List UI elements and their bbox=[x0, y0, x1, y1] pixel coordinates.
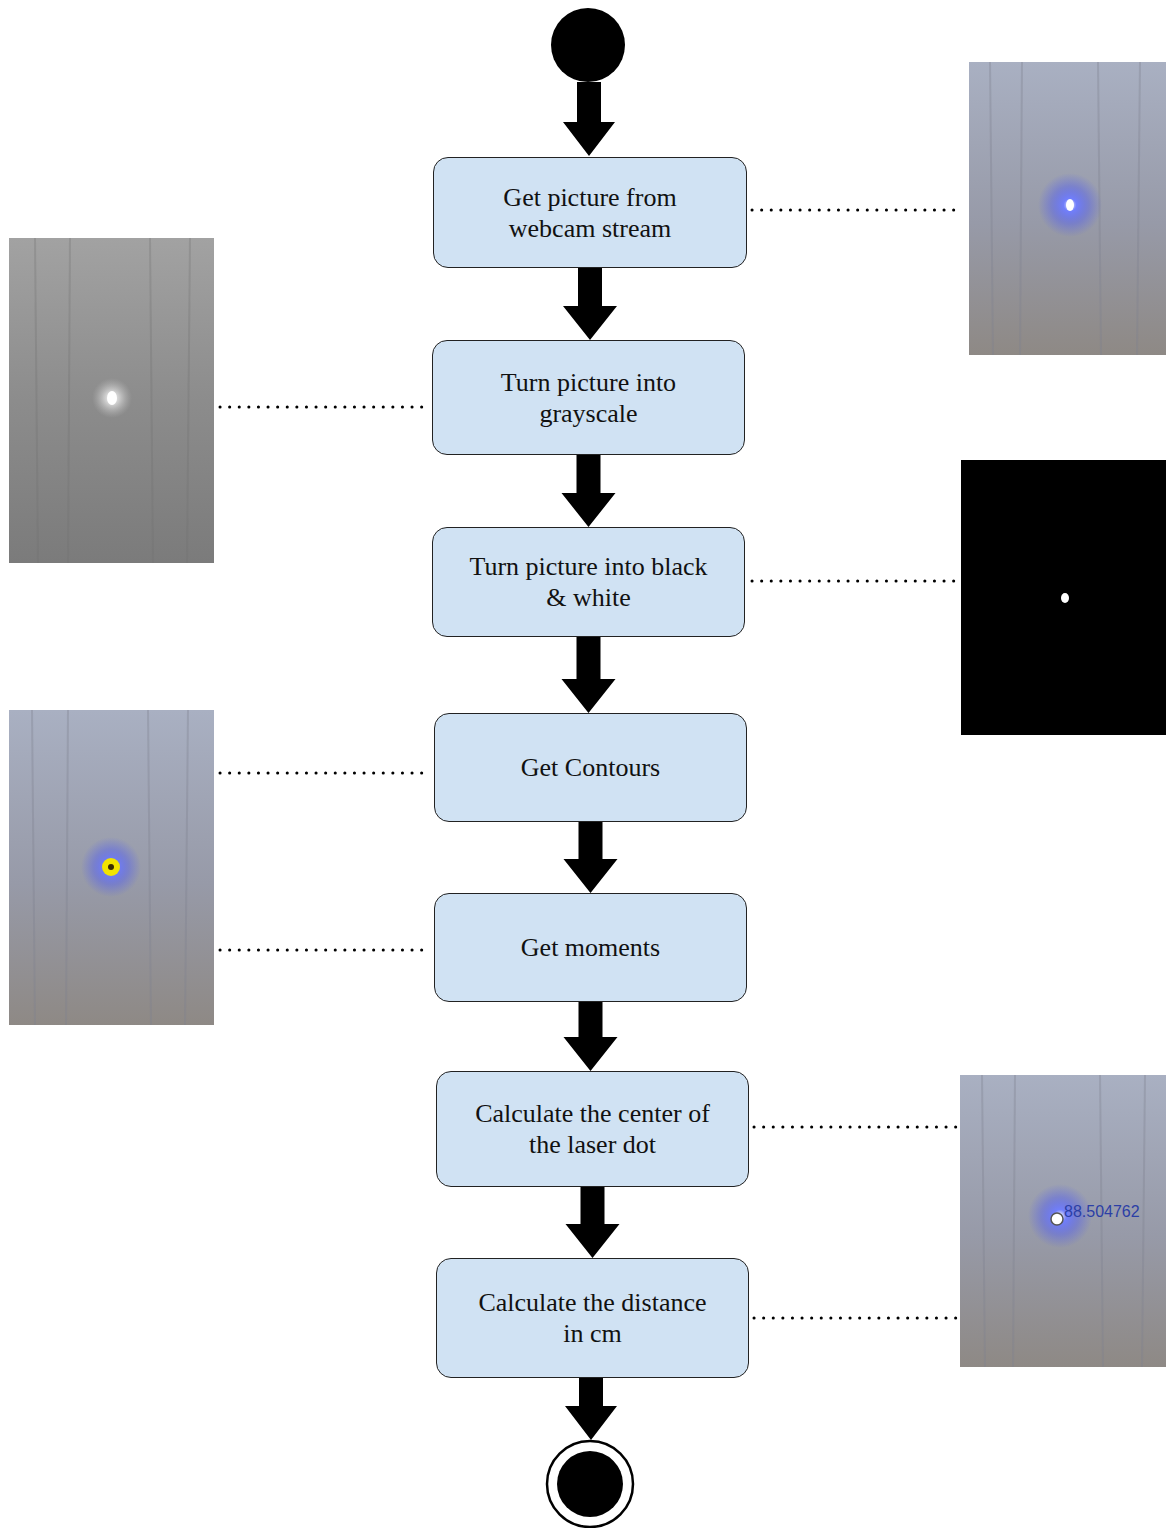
laser-glow bbox=[81, 837, 141, 897]
result-picture bbox=[960, 1075, 1166, 1367]
center-marker bbox=[1051, 1213, 1063, 1225]
webcam-picture bbox=[969, 62, 1166, 355]
laser-dot bbox=[107, 391, 117, 405]
wood-grain bbox=[32, 710, 188, 1025]
step-text: Get Contours bbox=[521, 752, 660, 783]
flow-arrow bbox=[564, 822, 618, 893]
leader-line bbox=[754, 1317, 956, 1320]
picture-ground bbox=[9, 238, 214, 563]
wood-grain bbox=[990, 62, 1140, 355]
end-node-ring bbox=[547, 1441, 633, 1527]
picture-ground bbox=[969, 62, 1166, 355]
wood-grain bbox=[35, 238, 190, 563]
laser-glow bbox=[1038, 173, 1102, 237]
flow-arrow bbox=[562, 455, 616, 527]
step-text: Get picture from webcam stream bbox=[464, 182, 716, 244]
laser-dot bbox=[1061, 593, 1069, 603]
process-box: Calculate the distance in cm bbox=[436, 1258, 749, 1378]
wood-grain bbox=[982, 1075, 1145, 1367]
flow-arrow bbox=[562, 637, 616, 713]
step-text: Get moments bbox=[521, 932, 660, 963]
start-node bbox=[551, 8, 625, 82]
threshold-picture bbox=[961, 460, 1166, 735]
process-box: Get moments bbox=[434, 893, 747, 1002]
picture-ground bbox=[9, 710, 214, 1025]
step-text: Turn picture into black & white bbox=[463, 551, 715, 613]
leader-line bbox=[220, 406, 428, 409]
leader-line bbox=[754, 1126, 956, 1129]
grayscale-picture bbox=[9, 238, 214, 563]
moment-center bbox=[108, 864, 114, 870]
process-box: Calculate the center of the laser dot bbox=[436, 1071, 749, 1187]
leader-lines bbox=[220, 210, 962, 1318]
step-text: Turn picture into grayscale bbox=[463, 367, 715, 429]
start-arrow bbox=[563, 82, 615, 156]
process-box: Get picture from webcam stream bbox=[433, 157, 747, 268]
step-text: Calculate the distance in cm bbox=[467, 1287, 719, 1349]
leader-line bbox=[220, 772, 430, 775]
measured-distance: 88.504762 bbox=[1064, 1203, 1140, 1221]
flow-arrow bbox=[564, 1002, 618, 1071]
process-box: Turn picture into black & white bbox=[432, 527, 745, 637]
laser-dot bbox=[1066, 199, 1074, 211]
end-arrow bbox=[565, 1378, 617, 1440]
picture-ground bbox=[961, 460, 1166, 735]
leader-line bbox=[752, 580, 956, 583]
contour-mark bbox=[102, 858, 120, 876]
end-node bbox=[557, 1451, 623, 1517]
leader-line bbox=[752, 209, 962, 212]
process-box: Get Contours bbox=[434, 713, 747, 822]
contour-picture bbox=[9, 710, 214, 1025]
laser-glow bbox=[92, 378, 132, 418]
picture-ground bbox=[960, 1075, 1166, 1367]
leader-line bbox=[220, 949, 430, 952]
flow-arrow bbox=[563, 268, 617, 340]
flow-arrow bbox=[566, 1187, 620, 1258]
step-text: Calculate the center of the laser dot bbox=[467, 1098, 719, 1160]
process-box: Turn picture into grayscale bbox=[432, 340, 745, 455]
